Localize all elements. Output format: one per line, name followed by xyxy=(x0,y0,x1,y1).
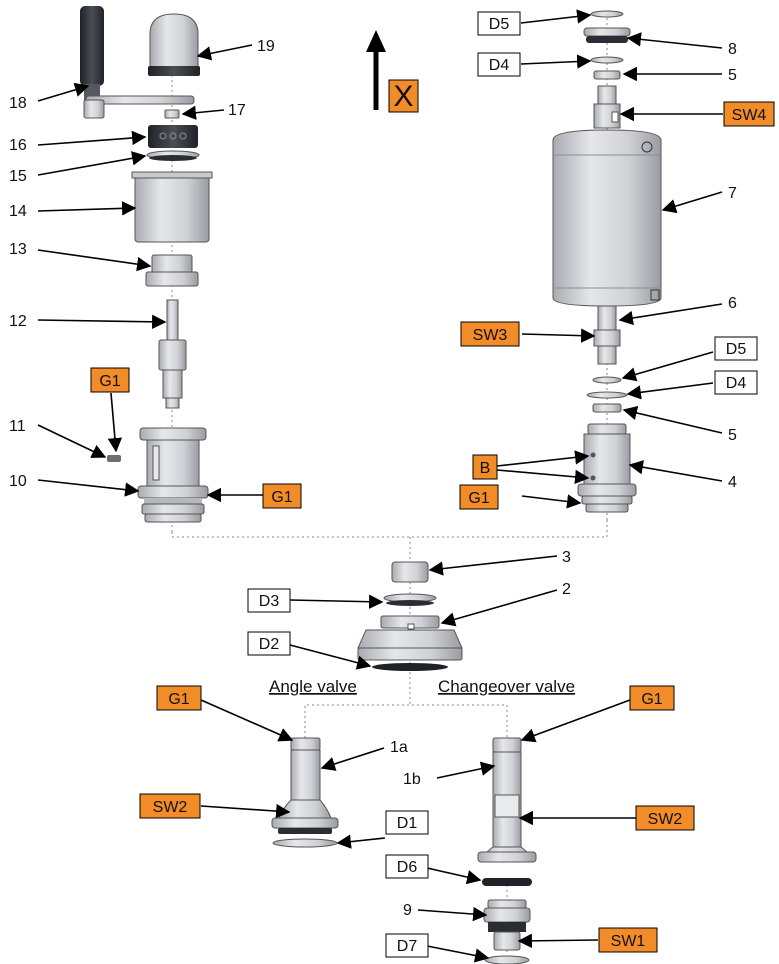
svg-text:G1: G1 xyxy=(271,489,292,506)
label-5-top: 5 xyxy=(728,67,737,84)
tag-g1-left: G1 xyxy=(262,483,302,509)
tag-sw2-angle: SW2 xyxy=(139,793,201,819)
boxed-tags: D5 D4 D5 D4 D3 D2 D1 D6 D7 SW4 SW3 G1 G1… xyxy=(90,11,775,958)
part-3-cap xyxy=(391,561,429,583)
tag-d4-mid: D4 xyxy=(714,370,758,395)
tag-sw4: SW4 xyxy=(723,101,775,127)
part-13-cam xyxy=(145,254,199,287)
label-12: 12 xyxy=(9,313,27,330)
svg-text:D1: D1 xyxy=(397,815,418,832)
tag-d5-top: D5 xyxy=(477,11,521,36)
part-16-dark-block xyxy=(148,125,198,148)
leader-lines xyxy=(37,9,723,963)
label-7: 7 xyxy=(728,185,737,202)
tag-g1-right: G1 xyxy=(459,484,499,510)
svg-text:D5: D5 xyxy=(726,341,747,358)
svg-text:SW2: SW2 xyxy=(648,811,683,828)
changeover-valve-label: Changeover valve xyxy=(438,677,575,696)
tag-d5-mid: D5 xyxy=(714,336,758,361)
svg-text:D6: D6 xyxy=(397,859,418,876)
tag-d7: D7 xyxy=(385,933,429,958)
svg-text:D7: D7 xyxy=(397,938,418,955)
svg-text:D4: D4 xyxy=(489,57,510,74)
part-10-housing xyxy=(137,427,209,523)
part-15-ring xyxy=(146,150,200,161)
part-2-bonnet xyxy=(357,615,463,661)
tag-d2: D2 xyxy=(247,631,291,656)
label-15: 15 xyxy=(9,168,27,185)
label-9: 9 xyxy=(403,902,412,919)
part-1b-body xyxy=(477,737,537,863)
tag-d4-top: D4 xyxy=(477,52,521,77)
right-seals-top xyxy=(583,10,631,80)
number-labels: 19 18 17 16 15 14 13 12 11 10 8 5 7 6 5 … xyxy=(9,38,737,919)
label-11: 11 xyxy=(9,418,26,435)
seal-d3 xyxy=(383,593,437,606)
svg-text:G1: G1 xyxy=(99,373,120,390)
seal-d7 xyxy=(484,955,530,964)
direction-label: X xyxy=(393,80,413,113)
label-5-mid: 5 xyxy=(728,427,737,444)
svg-text:SW4: SW4 xyxy=(732,107,767,124)
tag-sw3: SW3 xyxy=(460,321,520,347)
svg-text:SW3: SW3 xyxy=(473,327,508,344)
part-18-handle xyxy=(80,6,195,119)
svg-text:D2: D2 xyxy=(259,636,280,653)
direction-indicator: X xyxy=(366,30,419,113)
svg-text:D3: D3 xyxy=(259,593,280,610)
label-16: 16 xyxy=(9,137,27,154)
label-2: 2 xyxy=(562,581,571,598)
svg-text:D4: D4 xyxy=(726,375,747,392)
label-1a: 1a xyxy=(390,739,408,756)
label-14: 14 xyxy=(9,203,27,220)
tag-sw2-change: SW2 xyxy=(635,805,695,831)
part-14-sleeve xyxy=(131,171,213,243)
label-18: 18 xyxy=(9,95,27,112)
tag-sw1: SW1 xyxy=(598,927,658,953)
seal-d6 xyxy=(482,878,532,886)
svg-text:G1: G1 xyxy=(468,490,489,507)
part-6-shaft xyxy=(593,305,621,365)
right-seals-mid xyxy=(586,376,628,413)
angle-valve-label: Angle valve xyxy=(269,677,357,696)
direction-tag xyxy=(388,79,419,113)
label-6: 6 xyxy=(728,295,737,312)
tag-d6: D6 xyxy=(385,854,429,879)
label-8: 8 xyxy=(728,41,737,58)
label-3: 3 xyxy=(562,549,571,566)
tag-d3: D3 xyxy=(247,588,291,613)
label-19: 19 xyxy=(257,38,275,55)
part-11-grub-screw xyxy=(107,455,121,462)
svg-text:G1: G1 xyxy=(168,691,189,708)
part-12-spindle xyxy=(158,299,187,409)
svg-text:SW1: SW1 xyxy=(611,933,646,950)
label-17: 17 xyxy=(228,102,246,119)
label-10: 10 xyxy=(9,473,27,490)
part-7-drive-body xyxy=(552,85,662,307)
tag-b: B xyxy=(472,454,498,480)
seal-d2 xyxy=(372,663,448,671)
tag-g1-angle: G1 xyxy=(156,685,202,711)
svg-text:SW2: SW2 xyxy=(153,799,188,816)
tag-g1-change: G1 xyxy=(629,685,675,711)
label-4: 4 xyxy=(728,474,737,491)
part-1a-body xyxy=(271,737,339,848)
part-4-adapter xyxy=(577,423,637,513)
tag-g1-left-top: G1 xyxy=(90,367,130,393)
svg-text:B: B xyxy=(480,460,491,477)
part-17-small-pin xyxy=(164,109,180,119)
part-19-cap xyxy=(148,13,200,76)
label-1b: 1b xyxy=(403,771,421,788)
svg-text:D5: D5 xyxy=(489,16,510,33)
svg-text:G1: G1 xyxy=(641,691,662,708)
label-13: 13 xyxy=(9,241,27,258)
part-9-plug xyxy=(483,899,531,951)
tag-d1: D1 xyxy=(385,810,429,835)
